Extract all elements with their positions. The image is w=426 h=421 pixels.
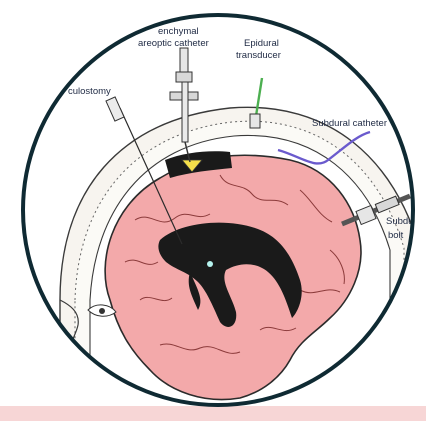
ventriculostomy-label: culostomy	[68, 86, 111, 97]
epidural-label-line2: transducer	[236, 50, 281, 61]
parenchymal-label-line1: enchymal	[158, 26, 199, 37]
subdural-bolt-label-line2: bolt	[388, 230, 404, 241]
foramen-highlight	[207, 261, 213, 267]
subdural-catheter-label: Subdural catheter	[312, 118, 387, 129]
epidural-label-line1: Epidural	[244, 38, 279, 49]
parenchymal-label-line2: areoptic catheter	[138, 38, 209, 49]
